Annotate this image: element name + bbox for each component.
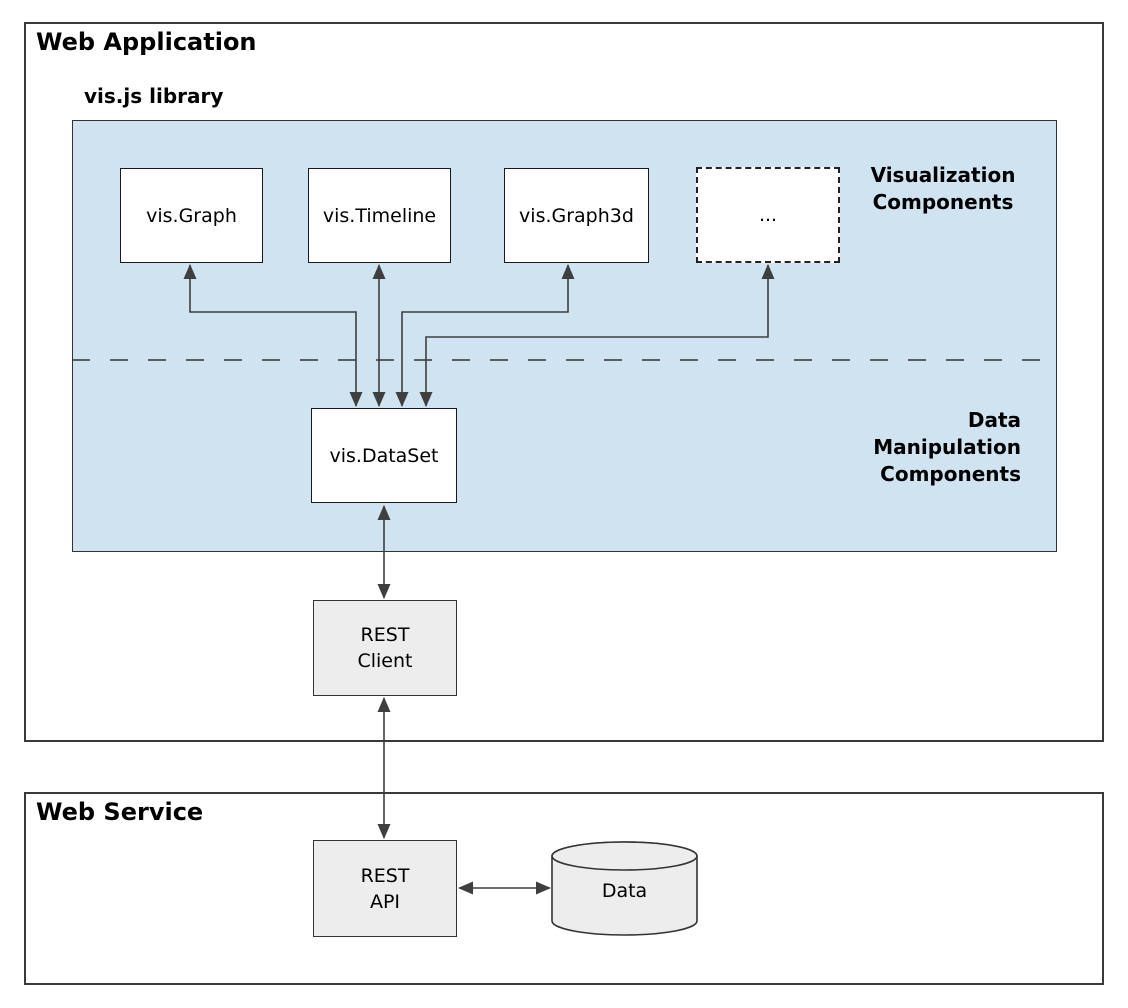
node-other-components-label: ... bbox=[758, 204, 778, 226]
node-other-components: ... bbox=[696, 167, 840, 263]
node-vis-dataset-label: vis.DataSet bbox=[329, 444, 439, 467]
node-rest-api-label: REST API bbox=[360, 864, 410, 913]
node-rest-api: REST API bbox=[313, 840, 457, 937]
node-vis-graph-label: vis.Graph bbox=[146, 204, 237, 227]
node-vis-graph: vis.Graph bbox=[120, 168, 263, 263]
node-vis-graph3d-label: vis.Graph3d bbox=[519, 204, 634, 227]
web-application-title: Web Application bbox=[36, 28, 257, 56]
node-vis-graph3d: vis.Graph3d bbox=[504, 168, 649, 263]
visjs-library-title: vis.js library bbox=[84, 84, 224, 108]
node-rest-client: REST Client bbox=[313, 600, 457, 696]
node-data-store-label: Data bbox=[601, 880, 648, 902]
visualization-components-label: Visualization Components bbox=[870, 163, 1016, 214]
node-vis-dataset: vis.DataSet bbox=[311, 408, 457, 503]
data-manipulation-components-label: Data Manipulation Components bbox=[873, 408, 1021, 486]
node-rest-client-label: REST Client bbox=[357, 624, 413, 672]
node-vis-timeline: vis.Timeline bbox=[308, 168, 451, 263]
node-vis-timeline-label: vis.Timeline bbox=[322, 204, 437, 227]
web-service-title: Web Service bbox=[36, 798, 204, 826]
